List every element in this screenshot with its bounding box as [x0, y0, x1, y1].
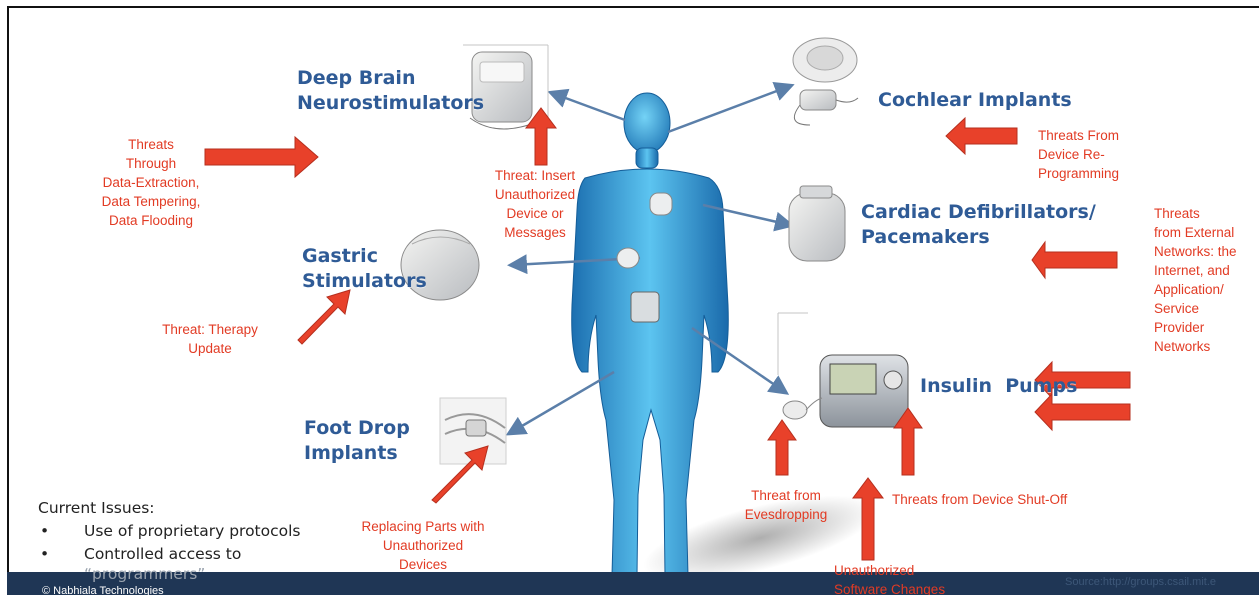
threat-line: Internet, and	[1154, 261, 1258, 280]
list-item: • Use of proprietary protocols	[38, 520, 301, 543]
issue-continuation: “programmers”	[38, 563, 301, 586]
threat-line: Update	[150, 339, 270, 358]
threat-software-changes: Unauthorized Software Changes	[834, 561, 974, 595]
copyright-text: © Nabhiala Technologies	[42, 585, 164, 595]
threat-line: Messages	[470, 223, 600, 242]
threat-line: Data-Extraction,	[86, 173, 216, 192]
title-line: Foot Drop	[304, 416, 410, 441]
threat-line: Threats	[1154, 204, 1258, 223]
threat-line: from External	[1154, 223, 1258, 242]
title-line: Neurostimulators	[297, 91, 484, 116]
title-gastric-stimulators: Gastric Stimulators	[302, 244, 427, 294]
cochlear-implant-image	[793, 38, 858, 125]
title-foot-drop-implants: Foot Drop Implants	[304, 416, 410, 466]
threat-therapy-update: Threat: Therapy Update	[150, 320, 270, 358]
issue-text: Use of proprietary protocols	[84, 520, 301, 543]
threat-line: Networks	[1154, 337, 1258, 356]
threat-line: Threat: Therapy	[150, 320, 270, 339]
bullet-icon: •	[38, 520, 84, 543]
threat-line: Device or	[470, 204, 600, 223]
title-line: Cochlear Implants	[878, 88, 1072, 113]
threat-line: Through	[86, 154, 216, 173]
threat-line: Unauthorized	[470, 185, 600, 204]
threat-line: Data Flooding	[86, 211, 216, 230]
threat-device-shut-off: Threats from Device Shut-Off	[892, 490, 1092, 509]
threat-line: Service	[1154, 299, 1258, 318]
threat-line: Replacing Parts with	[348, 517, 498, 536]
threat-line: Unauthorized	[348, 536, 498, 555]
title-insulin-pumps: Insulin Pumps	[920, 374, 1077, 399]
threat-line: Threats from Device Shut-Off	[892, 490, 1092, 509]
threat-line: Software Changes	[834, 580, 974, 595]
issues-heading: Current Issues:	[38, 497, 301, 520]
title-cochlear-implants: Cochlear Implants	[878, 88, 1072, 113]
cardiac-defibrillator-image	[789, 186, 845, 261]
threat-line: Evesdropping	[736, 505, 836, 524]
threat-line: Programming	[1038, 164, 1158, 183]
threat-replacing-parts: Replacing Parts with Unauthorized Device…	[348, 517, 498, 574]
source-citation: Source:http://groups.csail.mit.e	[1065, 575, 1259, 589]
threat-line: Data Tempering,	[86, 192, 216, 211]
current-issues-list: Current Issues: • Use of proprietary pro…	[38, 497, 301, 586]
threat-line: Provider	[1154, 318, 1258, 337]
title-line: Deep Brain	[297, 66, 484, 91]
threat-line: Threat: Insert	[470, 166, 600, 185]
threat-device-reprogramming: Threats From Device Re- Programming	[1038, 126, 1158, 183]
threat-eavesdropping: Threat from Evesdropping	[736, 486, 836, 524]
title-line: Implants	[304, 441, 410, 466]
title-line: Stimulators	[302, 269, 427, 294]
title-cardiac-defibrillators: Cardiac Defibrillators/ Pacemakers	[861, 200, 1096, 250]
title-line: Insulin Pumps	[920, 374, 1077, 399]
threat-data-extraction: Threats Through Data-Extraction, Data Te…	[86, 135, 216, 230]
title-line: Pacemakers	[861, 225, 1096, 250]
threat-line: Threats From	[1038, 126, 1158, 145]
insulin-pump-image	[778, 313, 908, 427]
threat-line: Application/	[1154, 280, 1258, 299]
threat-line: Networks: the	[1154, 242, 1258, 261]
title-line: Gastric	[302, 244, 427, 269]
threat-external-networks: Threats from External Networks: the Inte…	[1154, 204, 1258, 356]
threat-line: Threats	[86, 135, 216, 154]
threat-line: Threat from	[736, 486, 836, 505]
bullet-icon: •	[38, 543, 84, 566]
threat-line: Unauthorized	[834, 561, 974, 580]
threat-insert-unauthorized: Threat: Insert Unauthorized Device or Me…	[470, 166, 600, 242]
threat-line: Device Re-	[1038, 145, 1158, 164]
title-line: Cardiac Defibrillators/	[861, 200, 1096, 225]
title-deep-brain-neurostimulators: Deep Brain Neurostimulators	[297, 66, 484, 116]
